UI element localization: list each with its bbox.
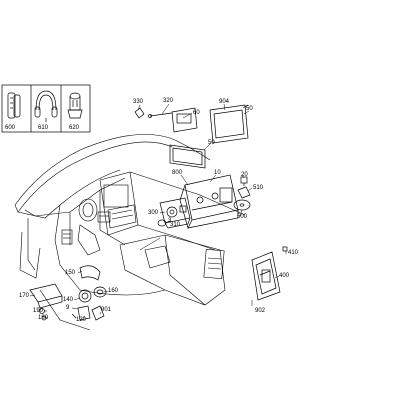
part-label-410: 410 [288,250,299,256]
part-label-510: 510 [253,185,264,191]
clip-icon [282,246,288,252]
controller-module [159,197,191,229]
part-label-3: 3 [168,218,172,224]
part-label-904: 904 [219,99,230,105]
plug-icon [240,176,248,186]
part-label-60: 60 [193,110,200,116]
part-label-600: 600 [5,125,16,131]
part-label-180: 180 [38,315,49,321]
display-screens [169,104,249,169]
part-label-160: 160 [108,288,119,294]
ir-headphones-icon [7,92,21,119]
small-parts [134,107,173,119]
dashboard-outline [14,134,246,331]
part-label-170: 170 [19,293,30,299]
accessories-inset [1,84,91,133]
part-label-901: 901 [101,307,112,313]
part-label-10: 10 [214,170,221,176]
part-label-400: 400 [279,273,290,279]
leader-lines [29,103,287,319]
part-label-320: 320 [163,98,174,104]
cd-disc-icon [233,199,251,211]
part-label-50-lower: 50 [208,140,215,146]
part-label-310: 310 [170,222,181,228]
headphones-icon [34,90,58,122]
part-label-50-upper: 50 [246,106,253,112]
card-icon [237,186,251,199]
part-label-140: 140 [63,297,74,303]
rear-entertainment-module [251,251,281,301]
part-label-610: 610 [38,125,49,131]
part-label-190: 190 [33,308,44,314]
part-label-500: 500 [237,214,248,220]
part-label-9: 9 [66,305,70,311]
part-label-902: 902 [255,308,266,314]
part-label-150: 150 [65,270,76,276]
part-label-620: 620 [69,125,80,131]
part-label-800: 800 [172,170,183,176]
adapter-icon [67,92,83,119]
head-unit [179,174,239,229]
part-label-330: 330 [133,99,144,105]
part-label-120: 120 [76,317,87,323]
knob-icon [157,219,167,227]
part-label-20: 20 [241,172,248,178]
part-label-300: 300 [148,210,159,216]
